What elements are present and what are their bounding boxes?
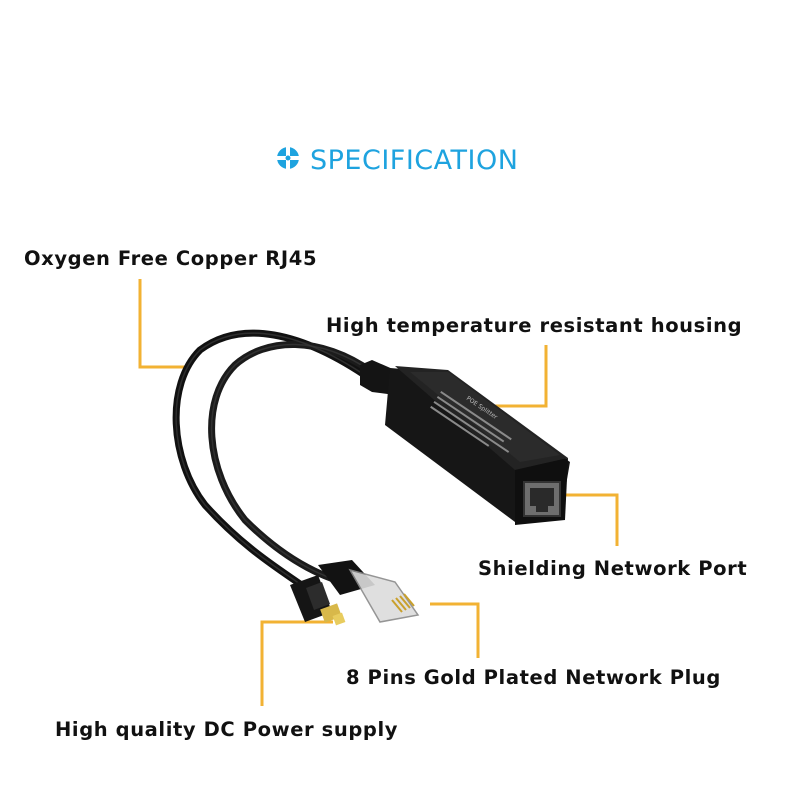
leader-lines [138, 279, 619, 706]
leader-copper [138, 279, 190, 369]
leader-port [566, 493, 619, 546]
spec-title: SPECIFICATION [310, 144, 519, 176]
leader-housing [490, 345, 548, 408]
spec-header: SPECIFICATION [276, 140, 518, 180]
dc-plug [290, 575, 346, 626]
cable-rj45 [208, 341, 376, 589]
callout-copper-rj45: Oxygen Free Copper RJ45 [24, 247, 318, 270]
leader-plug [430, 602, 480, 658]
splitter-housing: POE Splitter [360, 360, 570, 525]
crosshair-plus-icon [276, 146, 300, 174]
callout-network-port: Shielding Network Port [478, 557, 748, 580]
callout-housing: High temperature resistant housing [326, 314, 743, 337]
rj45-plug [318, 560, 420, 623]
cable-dc [172, 329, 376, 599]
callout-dc-power: High quality DC Power supply [55, 718, 399, 741]
callout-network-plug: 8 Pins Gold Plated Network Plug [346, 666, 721, 689]
cables [172, 329, 376, 599]
leader-dc [260, 620, 333, 706]
